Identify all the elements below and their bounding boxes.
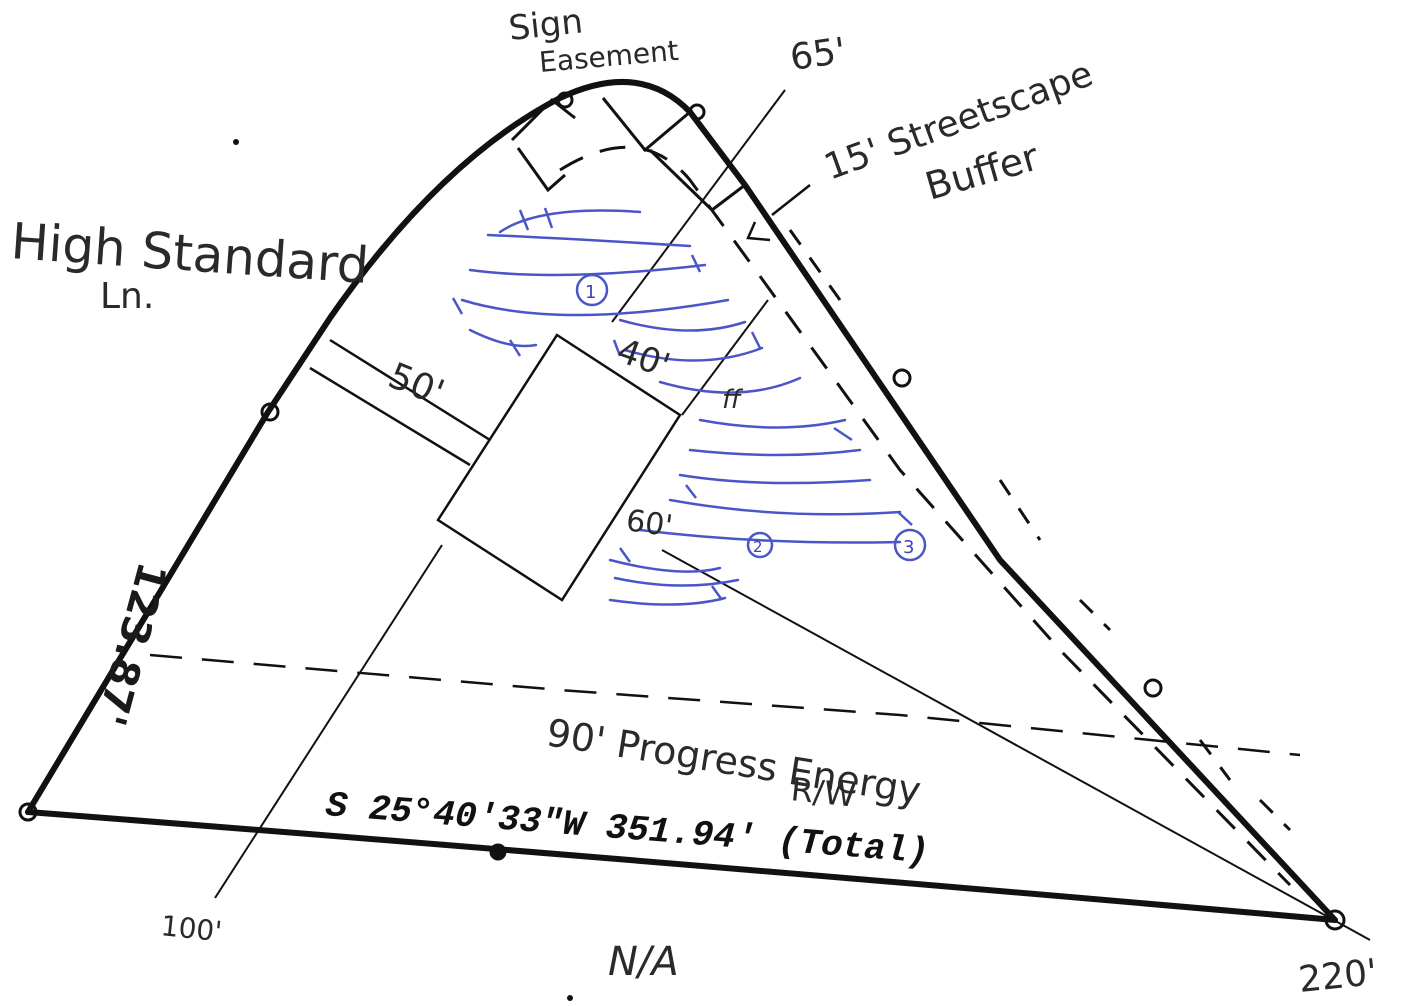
building-footprint — [436, 333, 682, 602]
pin-east-corner — [1324, 909, 1346, 931]
pin-west-corner — [18, 802, 38, 822]
marker-2-circle — [746, 531, 774, 559]
line-50-bottom — [309, 366, 471, 467]
dim-50-label: 50' — [383, 355, 450, 414]
pin-bottom-mid — [489, 843, 507, 861]
line-60 — [661, 549, 1371, 941]
buffer-dashed-line-outer — [788, 229, 1292, 832]
buffer-dashed-line — [559, 145, 1292, 887]
pin-top-left — [556, 91, 574, 109]
lot-boundary — [25, 79, 1338, 923]
pin-east-upper — [892, 368, 912, 388]
sign-easement-label-1: Sign — [507, 1, 585, 49]
marker-1-circle — [575, 273, 609, 307]
row-dashed-line — [149, 653, 1301, 757]
road-name-label-2: Ln. — [100, 276, 154, 317]
boundary-bottom-line — [25, 809, 1338, 923]
landscaping-arcs — [460, 209, 902, 606]
pin-east-lower — [1143, 678, 1163, 698]
boundary-high-standard-ln — [25, 79, 1338, 923]
boundary-pins — [18, 91, 1346, 931]
dim-60-label: 60' — [624, 503, 675, 544]
stray-dot — [233, 139, 239, 145]
sign-easement-box — [510, 97, 746, 212]
landscaping-ticks — [451, 207, 913, 601]
dim-220-label: 220' — [1297, 952, 1379, 1001]
dim-65-label: 65' — [788, 31, 849, 79]
north-note-label: N/A — [608, 939, 679, 985]
landscaping-markers — [575, 273, 927, 562]
leader-streetscape — [746, 184, 811, 242]
line-50-top — [329, 338, 491, 442]
road-name-label-1: High Standard — [9, 212, 370, 295]
marker-3-label: 3 — [903, 537, 914, 558]
line-100 — [214, 544, 443, 899]
marker-1-label: 1 — [585, 282, 596, 303]
dim-100-label: 100' — [159, 909, 223, 948]
finished-floor-mark: ff — [722, 385, 744, 415]
leader-65 — [611, 89, 786, 323]
stray-dot — [567, 995, 573, 1001]
marker-2-label: 2 — [753, 538, 763, 556]
side-length-label: 123.87' — [87, 557, 175, 730]
marker-3-circle — [893, 528, 927, 562]
pin-west-side — [260, 402, 280, 422]
row-label-1: 90' Progress Energy — [544, 710, 924, 813]
row-label-2: R/W — [789, 770, 857, 815]
